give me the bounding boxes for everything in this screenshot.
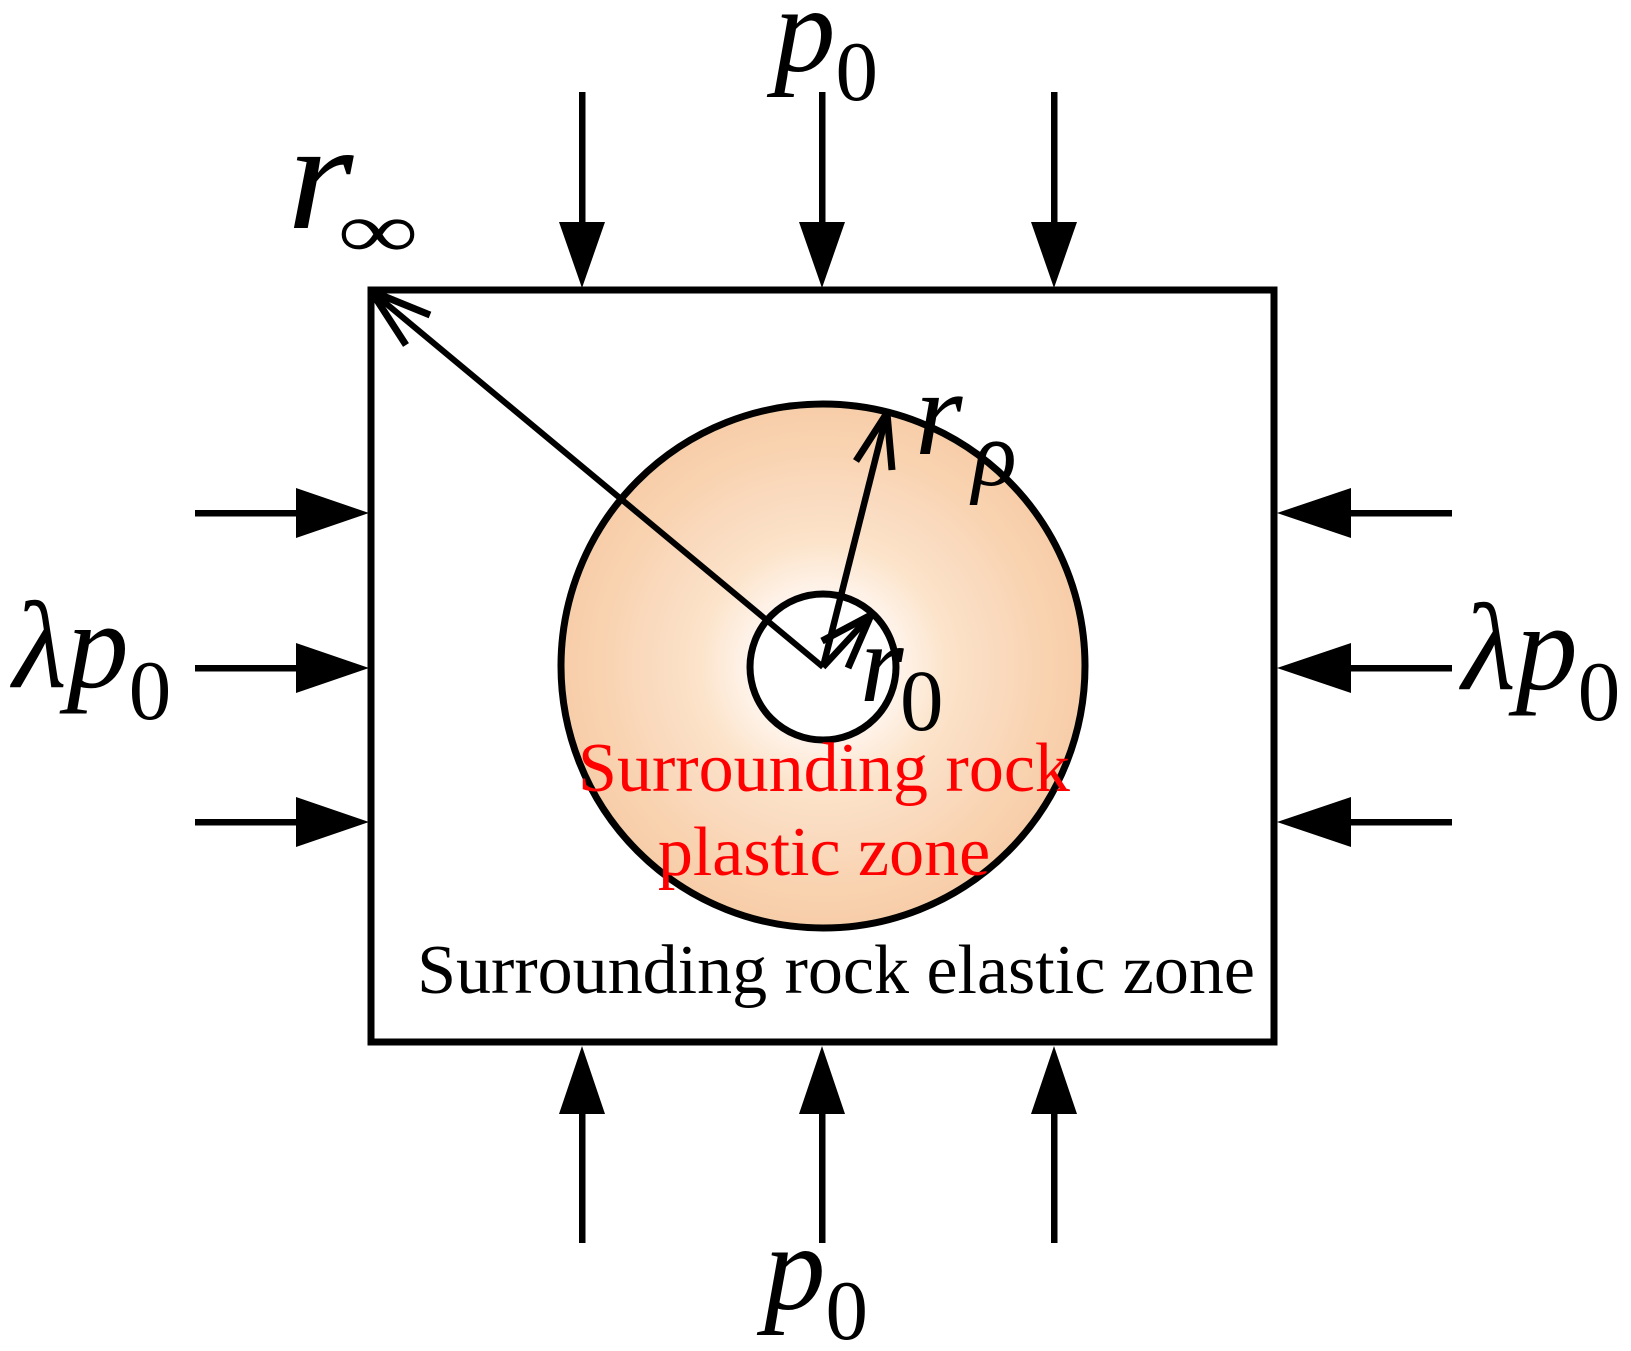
svg-text:ρ: ρ	[969, 403, 1017, 506]
svg-text:∞: ∞	[337, 187, 418, 275]
svg-text:plastic zone: plastic zone	[658, 814, 990, 891]
svg-text:r: r	[860, 602, 904, 726]
svg-text:p0: p0	[756, 1199, 868, 1351]
svg-text:r: r	[915, 346, 963, 481]
svg-text:0: 0	[900, 652, 944, 749]
svg-text:λp0: λp0	[1458, 579, 1620, 739]
svg-text:r: r	[287, 91, 354, 262]
svg-text:λp0: λp0	[9, 577, 171, 738]
svg-text:Surrounding rock: Surrounding rock	[578, 730, 1070, 807]
svg-text:Surrounding rock elastic zone: Surrounding rock elastic zone	[417, 932, 1255, 1009]
